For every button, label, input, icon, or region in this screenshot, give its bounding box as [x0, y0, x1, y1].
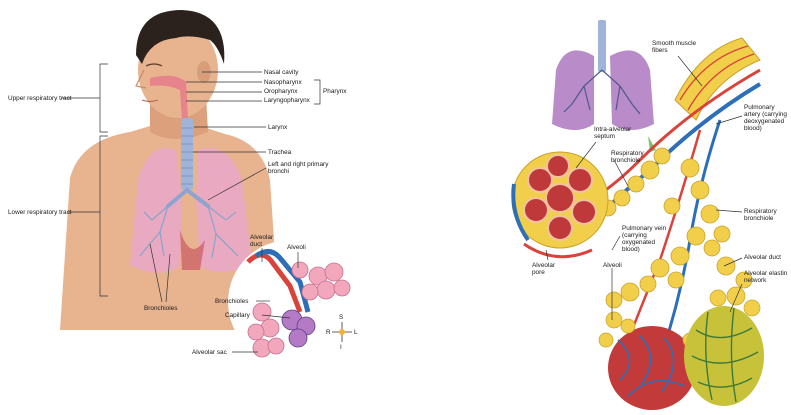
compass-s: S: [339, 314, 343, 321]
label-pulmonary-vein: Pulmonary vein (carrying oxygenated bloo…: [622, 225, 668, 253]
label-respiratory-bronchiole-top: Respiratory bronchiole: [611, 150, 657, 164]
label-smooth-muscle-fibers: Smooth muscle fibers: [652, 40, 704, 54]
compass-l: L: [354, 329, 358, 336]
label-nasopharynx: Nasopharynx: [264, 79, 302, 86]
label-alveoli-right: Alveoli: [603, 262, 622, 269]
compass-r: R: [326, 329, 331, 336]
label-capillary: Capillary: [225, 312, 250, 319]
label-oropharynx: Oropharynx: [264, 88, 297, 95]
label-pulmonary-artery: Pulmonary artery (carrying deoxygenated …: [744, 104, 791, 132]
label-trachea: Trachea: [268, 149, 291, 156]
label-larynx: Larynx: [268, 124, 287, 131]
label-alveolar-duct-right: Alveolar duct: [744, 254, 781, 261]
label-alveolar-elastin-network: Alveolar elastin network: [744, 270, 790, 284]
label-nasal-cavity: Nasal cavity: [264, 69, 298, 76]
label-intra-alveolar-septum: Intra-alveolar septum: [594, 126, 642, 140]
label-laryngopharynx: Laryngopharynx: [264, 97, 310, 104]
label-alveolar-pore: Alveolar pore: [532, 262, 566, 276]
label-bronchioles-inset: Bronchioles: [215, 298, 248, 305]
label-upper-respiratory-tract: Upper respiratory tract: [8, 95, 72, 102]
compass-i: I: [340, 344, 342, 351]
label-respiratory-bronchiole-right: Respiratory bronchiole: [744, 208, 790, 222]
label-primary-bronchi: Left and right primary bronchi: [268, 161, 338, 175]
label-pharynx: Pharynx: [323, 88, 346, 95]
label-lower-respiratory-tract: Lower respiratory tract: [8, 209, 72, 216]
label-alveolar-sac: Alveolar sac: [192, 349, 227, 356]
label-alveoli-inset: Alveoli: [287, 244, 306, 251]
label-bronchioles-lung: Bronchioles: [144, 305, 177, 312]
label-alveolar-duct-inset: Alveolar duct: [250, 234, 280, 248]
